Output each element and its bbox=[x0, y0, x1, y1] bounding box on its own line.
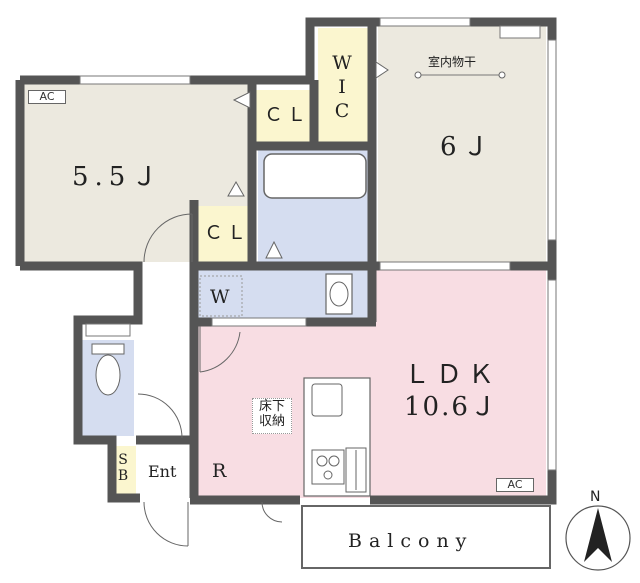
toilet-tank bbox=[91, 343, 125, 355]
floor-storage-label: 床下 収納 bbox=[252, 398, 292, 434]
compass-north-label: N bbox=[590, 489, 601, 505]
room-label-6j: 6Ｊ bbox=[440, 132, 495, 162]
room-label-ldk-size: 10.6Ｊ bbox=[404, 392, 498, 422]
room-label-fridge: R bbox=[212, 460, 231, 482]
drying-label: 室内物干 bbox=[428, 55, 477, 69]
room-label-cl2: ＣＬ bbox=[204, 222, 251, 244]
ac-label-1: AC bbox=[28, 90, 66, 104]
doors bbox=[137, 61, 389, 547]
room-label-5-5j: 5.5Ｊ bbox=[72, 162, 164, 192]
cl1-floor bbox=[256, 90, 314, 142]
ac-label-2: AC bbox=[496, 478, 534, 492]
bathtub bbox=[263, 153, 367, 199]
windows bbox=[79, 17, 557, 471]
corridor-floor bbox=[140, 262, 194, 498]
room-label-washroom: W bbox=[210, 286, 234, 308]
compass bbox=[565, 505, 631, 571]
room-label-ldk: ＬＤＫ bbox=[404, 360, 501, 390]
room-label-entrance: Ent bbox=[148, 462, 177, 481]
room-label-balcony: Balcony bbox=[348, 530, 474, 552]
balcony bbox=[301, 505, 551, 569]
washer-space bbox=[199, 275, 243, 317]
cl2-floor bbox=[198, 206, 254, 262]
room-label-wic: WIC bbox=[331, 52, 353, 124]
stove bbox=[311, 449, 345, 485]
room-label-cl1: ＣＬ bbox=[264, 104, 311, 126]
kitchen-sink bbox=[311, 383, 343, 417]
western-room-2-floor bbox=[378, 26, 546, 262]
toilet-bowl bbox=[95, 354, 121, 396]
room-label-shoebox: SB bbox=[115, 452, 131, 484]
north-arrow-icon bbox=[584, 508, 612, 562]
shoebox-floor bbox=[114, 446, 136, 494]
wic-floor bbox=[318, 28, 372, 142]
